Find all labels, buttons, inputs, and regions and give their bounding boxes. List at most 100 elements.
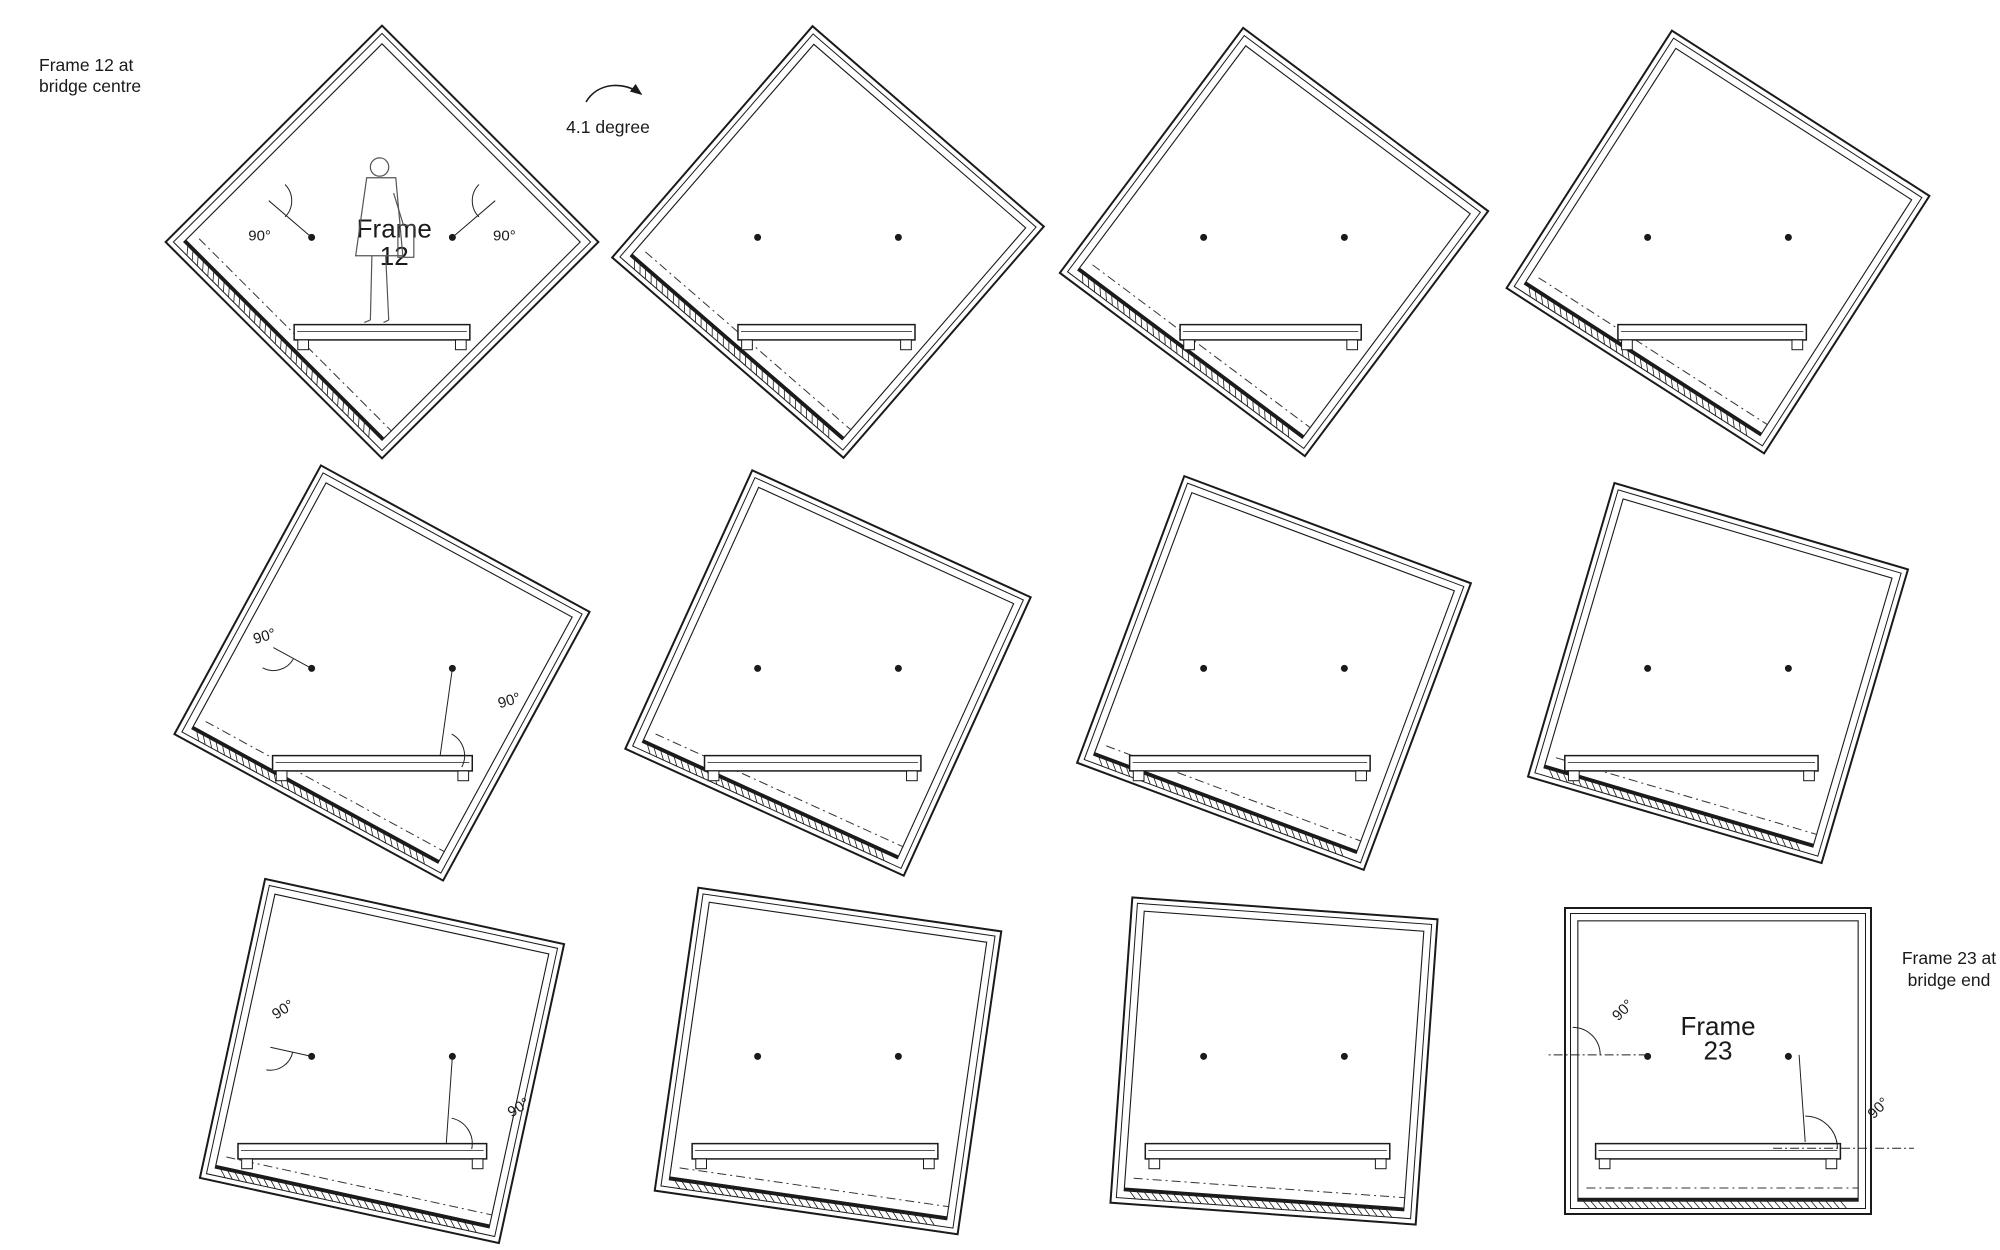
frame-number-label: Frame	[1680, 1011, 1755, 1041]
hatch-ticks	[1548, 769, 1801, 851]
deck-support	[1183, 339, 1195, 351]
caption-frame23-line1: Frame 23 at	[1902, 948, 1996, 968]
deck-platform	[293, 323, 471, 341]
deck-support	[741, 339, 753, 351]
deck-support	[454, 339, 467, 351]
angle-arc	[262, 658, 294, 672]
deck-support	[457, 770, 470, 782]
deck-platform	[1128, 754, 1371, 772]
deck-support	[1621, 339, 1633, 351]
hanger-anchor-dot	[754, 664, 762, 672]
hanger-anchor-dot	[894, 1052, 902, 1060]
angle-label: 90°	[269, 997, 297, 1024]
hanger-anchor-dot	[1784, 233, 1792, 241]
deck-support	[922, 1158, 935, 1170]
hanger-anchor-dot	[1200, 1052, 1208, 1060]
deck-platform	[271, 754, 474, 772]
deck-support	[1598, 1158, 1611, 1170]
angle-arc	[1805, 1115, 1838, 1149]
hanger-anchor-dot	[1340, 1052, 1348, 1060]
hanger-anchor-dot	[1200, 233, 1208, 241]
angle-arc	[451, 733, 466, 768]
frame-18-diagram	[1075, 474, 1473, 872]
caption-frame12-line1: Frame 12 at	[39, 55, 133, 75]
hatch-ticks	[196, 731, 425, 864]
deck-support	[1346, 339, 1359, 351]
angle-label: 90°	[493, 227, 516, 244]
hanger-anchor-dot	[894, 233, 902, 241]
angle-arc	[1572, 1026, 1601, 1055]
deck-platform	[703, 754, 922, 772]
frame-13-diagram	[610, 24, 1046, 460]
deck-platform	[691, 1142, 939, 1160]
frame-20-diagram: 90° 90°	[198, 877, 566, 1245]
deck-support	[297, 339, 310, 351]
deck-support	[1567, 770, 1580, 782]
frame-15-diagram	[1505, 29, 1931, 455]
deck-platform	[1564, 754, 1819, 772]
hatch-ticks	[1583, 1200, 1847, 1209]
deck-support	[1148, 1158, 1161, 1170]
angle-label: 90°	[1609, 996, 1637, 1024]
caption-frame12-line2: bridge centre	[39, 76, 141, 96]
frame-16-diagram: 90°90°	[173, 464, 591, 882]
rotation-step-label: 4.1 degree	[566, 117, 650, 137]
hatch-ticks	[647, 744, 885, 861]
hatch-ticks	[634, 259, 830, 438]
angle-label: 90°	[496, 689, 523, 712]
deck-support	[471, 1158, 484, 1170]
hanger-anchor-dot	[1340, 233, 1348, 241]
hatch-ticks	[1098, 756, 1344, 857]
hatch-ticks	[220, 1169, 477, 1233]
frame-21-diagram	[653, 886, 1003, 1236]
frame-number-label: Frame	[357, 213, 432, 243]
deck-platform	[737, 323, 916, 341]
frame-17-diagram	[624, 469, 1032, 877]
deck-support	[1355, 770, 1367, 782]
hatch-ticks	[674, 1180, 935, 1226]
hatch-ticks	[186, 245, 370, 437]
deck-support	[1374, 1158, 1387, 1170]
hanger-anchor-dot	[754, 233, 762, 241]
frame-14-diagram	[1058, 26, 1490, 458]
hanger-anchor-dot	[1644, 1052, 1652, 1060]
deck-platform	[237, 1142, 488, 1160]
rotation-arrow-icon	[585, 83, 643, 103]
deck-support	[241, 1158, 253, 1170]
caption-frame23-line2: bridge end	[1908, 970, 1991, 990]
hatch-ticks	[1528, 287, 1748, 436]
deck-support	[1132, 770, 1145, 782]
deck-support	[1803, 770, 1815, 782]
angle-arc	[451, 1117, 473, 1150]
deck-support	[900, 339, 912, 351]
deck-support	[275, 770, 288, 782]
angle-label: 90°	[1864, 1094, 1892, 1122]
deck-support	[1791, 339, 1804, 351]
frame-19-diagram	[1526, 481, 1910, 865]
deck-platform	[1594, 1142, 1842, 1160]
hanger-anchor-dot	[1784, 1052, 1792, 1060]
hatch-ticks	[1129, 1190, 1392, 1218]
deck-platform	[1617, 323, 1808, 341]
angle-label: 90°	[248, 227, 271, 244]
deck-support	[695, 1158, 707, 1170]
hanger-anchor-dot	[1200, 664, 1208, 672]
hanger-anchor-dot	[1644, 233, 1652, 241]
hatch-ticks	[1081, 273, 1290, 437]
hanger-anchor-dot	[1784, 664, 1792, 672]
deck-support	[1825, 1158, 1838, 1170]
deck-support	[906, 770, 918, 782]
frame-22-diagram	[1109, 896, 1439, 1226]
hanger-anchor-dot	[1644, 664, 1652, 672]
frame-number-label: 23	[1704, 1035, 1733, 1065]
hanger-anchor-dot	[754, 1052, 762, 1060]
deck-support	[707, 770, 720, 782]
deck-platform	[1179, 323, 1362, 341]
angle-label: 90°	[505, 1094, 533, 1121]
hanger-anchor-dot	[894, 664, 902, 672]
